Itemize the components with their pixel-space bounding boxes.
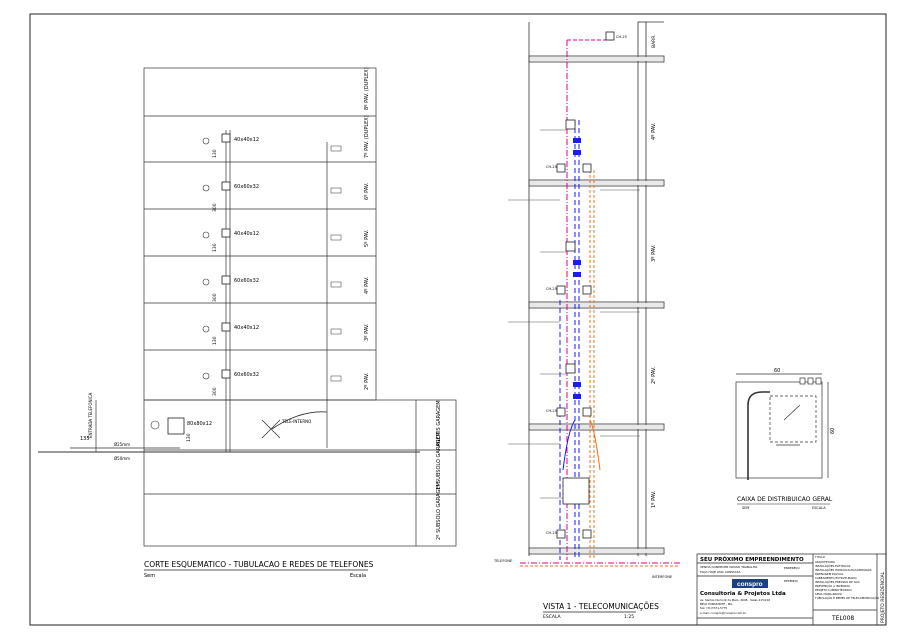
sheet-border bbox=[29, 13, 887, 626]
floor-labels-left: 8º PAV. (DUPLEX) 7º PAV. (DUPLEX) 6º PAV… bbox=[364, 67, 442, 540]
vista-floor-3: 3º PAV. bbox=[651, 244, 657, 262]
dim-7: 130 bbox=[186, 433, 192, 442]
dim-3: 130 bbox=[212, 243, 218, 252]
floor-6: 6º PAV. bbox=[364, 182, 370, 200]
corte-sub-left: Sem bbox=[144, 573, 155, 579]
tb-subject-3: DRENAGEM PLUVIAL bbox=[815, 572, 844, 576]
tag-ch25-3: CH-25 bbox=[546, 287, 557, 291]
title-block bbox=[696, 553, 887, 626]
box-label-3: 40x40x12 bbox=[234, 231, 259, 237]
floor-7: 7º PAV. (DUPLEX) bbox=[364, 115, 370, 158]
company-logo bbox=[732, 579, 768, 588]
vista-floor-1: 1º PAV. bbox=[651, 490, 657, 508]
riser-right-tags bbox=[330, 145, 342, 382]
tb-note1: VENHA CONHECER NOSSO TRABALHO bbox=[700, 565, 758, 569]
box-size-labels: 40x40x12 60x60x32 40x40x12 60x60x32 40x4… bbox=[187, 137, 259, 427]
dim-6: 300 bbox=[212, 387, 218, 396]
tag-ch25-2: CH-25 bbox=[546, 409, 557, 413]
floor-3: 3º PAV. bbox=[364, 323, 370, 341]
company-logo-text: conspro bbox=[737, 581, 763, 588]
detail-right: ESCALA bbox=[812, 506, 826, 510]
leader-lines bbox=[508, 129, 640, 499]
tb-subject-9: TUBULAÇÃO E REDES DE TELECOMUNICAÇÃO bbox=[814, 595, 880, 600]
vista-boxes bbox=[556, 31, 615, 539]
cable-runs bbox=[520, 36, 680, 567]
detail-dim-h: 60 bbox=[830, 428, 836, 434]
tb-sheet-code: TEL008 bbox=[831, 615, 854, 622]
tb-email: e-mail: conspro@conspro.com.br bbox=[700, 611, 747, 615]
pipe-1-label: Ø25mm bbox=[114, 442, 130, 447]
dim-1: 130 bbox=[212, 149, 218, 158]
detail-title: CAIXA DE DISTRIBUICAO GERAL bbox=[737, 496, 833, 503]
corte-sub-right: Escala bbox=[350, 573, 366, 579]
vista-floor-barr: BARR. bbox=[651, 34, 657, 48]
tb-subject-0: ARQUITETURA bbox=[815, 560, 835, 564]
pipe-2-label: Ø50mm bbox=[114, 456, 130, 461]
dim-2: 300 bbox=[212, 203, 218, 212]
blue-markers bbox=[573, 138, 581, 399]
floor-pilotis: PILOTIS GARAGEM bbox=[436, 400, 442, 446]
main-box-label: 80x80x12 bbox=[187, 421, 212, 427]
tb-subject-4: CABEAMENTO ESTRUTURADO bbox=[815, 576, 857, 580]
floor-markers bbox=[150, 137, 210, 430]
floor-8: 8º PAV. (DUPLEX) bbox=[364, 67, 370, 110]
vista-floor-2: 2º PAV. bbox=[651, 366, 657, 384]
box-label-4: 60x60x32 bbox=[234, 278, 259, 284]
box-label-5: 40x40x12 bbox=[234, 325, 259, 331]
tb-project: SEU PRÓXIMO EMPREENDIMENTO bbox=[700, 556, 804, 563]
dim-4: 300 bbox=[212, 293, 218, 302]
entry-dim: 135 bbox=[80, 436, 90, 442]
pole-symbol bbox=[261, 411, 328, 439]
entry-label: ENTRADA TELEFONICA bbox=[88, 393, 93, 438]
floor-2: 2º PAV. bbox=[364, 372, 370, 390]
pole-label: TELE-INTERNO bbox=[281, 419, 311, 424]
tb-subjects: ARQUITETURA INSTALAÇÕES ELÉTRICAS INSTAL… bbox=[814, 560, 880, 600]
tb-company: Consultoria & Projetos Ltda bbox=[700, 591, 786, 597]
floor-5: 5º PAV. bbox=[364, 229, 370, 247]
tag-ch25-1: CH-25 bbox=[546, 531, 557, 535]
vista-scale-right: 1:25 bbox=[624, 614, 634, 620]
floor-sub1: 1º SUBSOLO GARAGEM bbox=[436, 432, 442, 490]
slabs bbox=[530, 57, 663, 553]
tb-title-label: TITULO bbox=[814, 555, 826, 559]
detail-left: SEM bbox=[742, 506, 749, 510]
tb-addr2: BELO HORIZONTE - MG bbox=[700, 602, 732, 606]
tb-addr1: Av. Santos Dumont de Melo, 4648 - Salas … bbox=[700, 598, 770, 602]
vista-1 bbox=[528, 21, 665, 556]
tag-ch25-top: CH-25 bbox=[616, 35, 627, 39]
vertical-dims: 130 300 130 300 130 300 130 bbox=[186, 149, 218, 442]
tb-note2: FAÇA HOJE UMA CONSULTA bbox=[700, 570, 741, 574]
detail-dim-w: 60 bbox=[774, 368, 780, 374]
riser-boxes bbox=[167, 133, 231, 435]
tb-subject-2: INSTALAÇÕES HIDRÁULICAS/SANITÁRIAS bbox=[815, 567, 872, 572]
tb-side-label: PROJETO RESIDENCIAL bbox=[880, 571, 886, 623]
tb-subject-6: PREVENÇÃO A INCÊNDIO bbox=[815, 583, 851, 588]
tb-field-1: ENDEREÇO bbox=[784, 566, 800, 570]
tb-subject-1: INSTALAÇÕES ELÉTRICAS bbox=[815, 563, 851, 568]
box-label-6: 60x60x32 bbox=[234, 372, 259, 378]
tag-ch25-4: CH-25 bbox=[546, 165, 557, 169]
vista-title: VISTA 1 - TELECOMUNICAÇÕES bbox=[543, 602, 659, 611]
corte-title: CORTE ESQUEMATICO - TUBULACAO E REDES DE… bbox=[144, 560, 374, 569]
vista-scale-left: ESCALA bbox=[543, 614, 562, 620]
vista-floor-4: 4º PAV. bbox=[651, 122, 657, 140]
vista-tags: CH-25 CH-25 CH-25 CH-25 CH-25 TELEFONE I… bbox=[493, 35, 672, 579]
floor-labels-vista: BARR. 4º PAV. 3º PAV. 2º PAV. 1º PAV. bbox=[651, 34, 657, 508]
tb-subject-5: INSTALAÇÕES PREDIAIS DE GÁS bbox=[815, 579, 860, 584]
box-label-2: 60x60x32 bbox=[234, 184, 259, 190]
tb-field-2: DESENHO bbox=[784, 579, 799, 583]
floor-4: 4º PAV. bbox=[364, 276, 370, 294]
tag-telefone: TELEFONE bbox=[493, 559, 512, 563]
tb-subject-8: SPDA (PARA-RAIOS) bbox=[815, 592, 842, 596]
detail-box bbox=[735, 373, 829, 480]
dim-5: 130 bbox=[212, 336, 218, 345]
tb-subject-7: PROJETO LUMINOTÉCNICO bbox=[815, 587, 853, 592]
floor-sub2: 2º SUBSOLO GARAGEM bbox=[436, 482, 442, 540]
tb-phone: fax: (31)3371-5775 bbox=[700, 606, 727, 610]
box-label-1: 40x40x12 bbox=[234, 137, 259, 143]
tag-interfone: INTERFONE bbox=[652, 575, 672, 579]
